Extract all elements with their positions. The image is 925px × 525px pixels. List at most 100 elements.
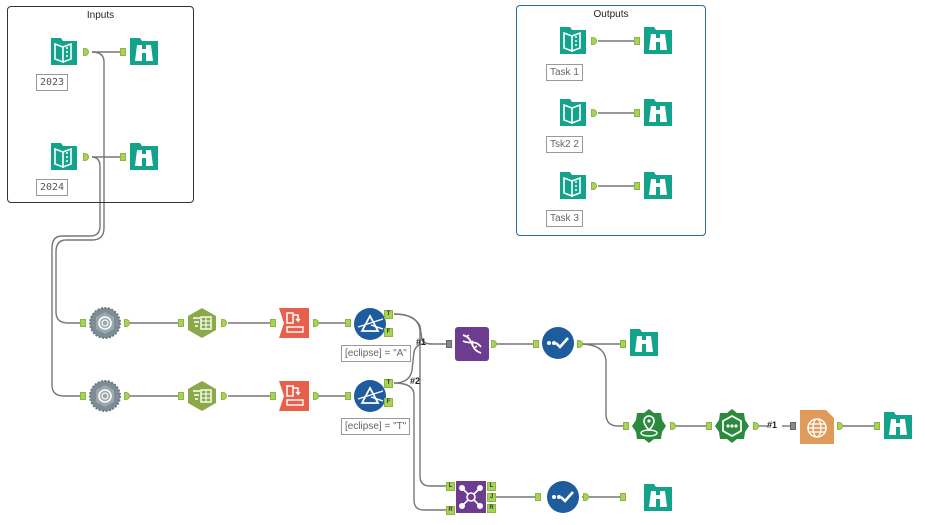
filter-tool[interactable] [353,379,386,412]
join-join-output-anchor[interactable]: J [487,493,496,502]
output-anchor[interactable] [591,37,597,45]
output-anchor[interactable] [83,48,89,56]
data-cleansing-tool[interactable] [186,380,218,412]
browse-tool[interactable] [628,327,660,359]
create-points-tool[interactable] [631,408,667,444]
browse-tool[interactable] [128,141,160,173]
table-filter-icon [188,308,216,338]
filter-tool[interactable] [353,307,386,340]
filter-prism-icon [354,380,386,412]
input-anchor[interactable] [623,422,629,430]
input-anchor[interactable] [874,422,880,430]
input-anchor[interactable] [80,319,86,327]
input-anchor[interactable] [634,37,640,45]
binoculars-icon [644,27,672,54]
output-anchor[interactable] [124,319,130,327]
select-tool[interactable] [541,326,575,360]
inputs-container[interactable]: Inputs [7,6,194,203]
output-data-tool[interactable] [557,97,589,129]
output-anchor[interactable] [221,392,227,400]
binoculars-icon [884,412,912,439]
connection [393,382,446,511]
output-anchor[interactable] [491,340,497,348]
book-icon [51,38,77,65]
filter-true-anchor[interactable]: T [384,379,393,388]
spatial-match-tool[interactable] [714,408,750,444]
browse-tool[interactable] [128,36,160,68]
input-data-tool[interactable] [48,36,80,68]
transpose-icon [279,308,309,338]
browse-tool[interactable] [642,482,674,514]
join-left-input-anchor[interactable]: L [446,482,455,491]
output-data-tool[interactable] [557,25,589,57]
filter-prism-icon [354,308,386,340]
map-report-tool[interactable] [800,410,834,444]
input-anchor[interactable] [270,392,276,400]
tool-annotation: 2023 [36,74,69,91]
input-data-tool[interactable] [48,141,80,173]
union-tool[interactable] [455,327,489,361]
output-anchor[interactable] [577,340,583,348]
filter-false-anchor[interactable]: F [384,398,393,407]
output-anchor[interactable] [670,422,676,430]
input-anchor[interactable] [178,392,184,400]
input-anchor[interactable] [178,319,184,327]
input-anchor[interactable] [535,493,541,501]
output-anchor[interactable] [313,392,319,400]
browse-tool[interactable] [642,97,674,129]
join-tool[interactable] [456,481,486,513]
output-anchor[interactable] [221,319,227,327]
input-anchor[interactable] [120,48,126,56]
output-anchor[interactable] [591,182,597,190]
transpose-tool[interactable] [278,307,310,339]
outputs-container[interactable]: Outputs [516,5,706,236]
output-anchor[interactable] [583,493,589,501]
filter-expression: [eclipse] = "A" [341,345,411,362]
input-anchor[interactable] [634,182,640,190]
filter-expression: [eclipse] = "T" [341,418,411,435]
checkmark-icon [547,481,579,513]
input-anchor[interactable] [533,340,539,348]
tool-annotation: Task 1 [546,64,583,81]
join-right-input-anchor[interactable]: R [446,506,455,515]
filter-true-anchor[interactable]: T [384,310,393,319]
browse-tool[interactable] [882,410,914,442]
select-tool[interactable] [546,480,580,514]
input-anchor[interactable] [446,340,452,348]
connection [55,51,105,324]
transpose-tool[interactable] [278,380,310,412]
output-anchor[interactable] [124,392,130,400]
browse-tool[interactable] [642,25,674,57]
connection [393,313,446,487]
input-anchor[interactable] [790,422,796,430]
dynamic-input-tool[interactable] [89,307,121,339]
join-left-output-anchor[interactable]: L [487,482,496,491]
output-anchor[interactable] [313,319,319,327]
browse-tool[interactable] [642,170,674,202]
output-anchor[interactable] [753,422,759,430]
output-anchor[interactable] [591,109,597,117]
input-anchor[interactable] [620,340,626,348]
filter-false-anchor[interactable]: F [384,328,393,337]
input-anchor[interactable] [620,493,626,501]
output-anchor[interactable] [83,153,89,161]
join-right-output-anchor[interactable]: R [487,504,496,513]
input-anchor[interactable] [706,422,712,430]
input-anchor[interactable] [120,153,126,161]
checkmark-icon [542,327,574,359]
input-anchor[interactable] [634,109,640,117]
tool-annotation: 2024 [36,179,69,196]
input-anchor[interactable] [345,392,351,400]
location-pin-icon [632,409,666,443]
input-anchor[interactable] [270,319,276,327]
connection-label: #1 [416,337,427,347]
dynamic-input-tool[interactable] [89,380,121,412]
data-cleansing-tool[interactable] [186,307,218,339]
gear-ring-icon [89,307,121,339]
input-anchor[interactable] [345,319,351,327]
input-anchor[interactable] [80,392,86,400]
globe-icon [800,410,834,444]
output-data-tool[interactable] [557,170,589,202]
output-anchor[interactable] [837,422,843,430]
